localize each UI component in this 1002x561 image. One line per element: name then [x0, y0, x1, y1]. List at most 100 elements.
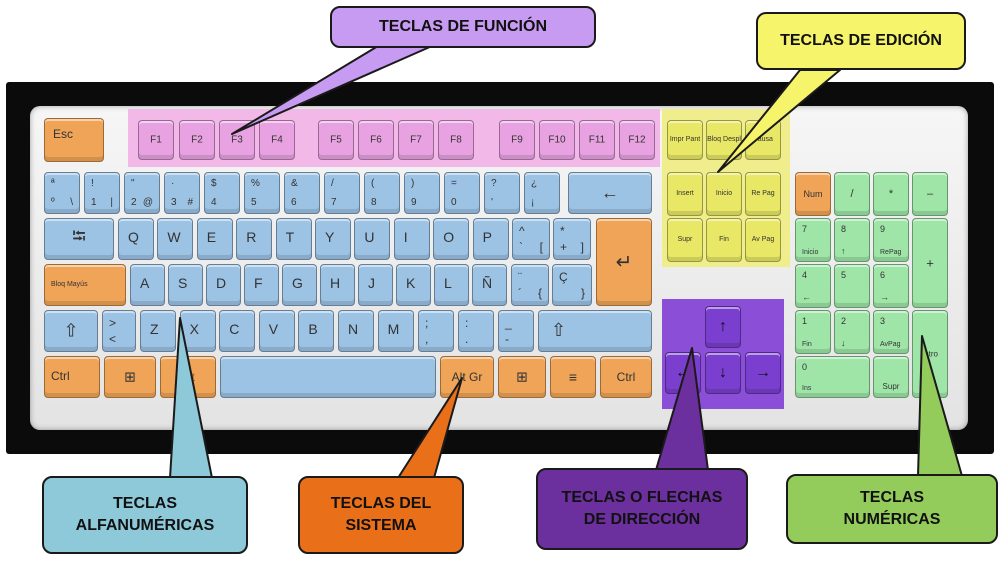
f9-key[interactable]: F9 — [499, 120, 535, 160]
letter-key-z[interactable]: Z — [140, 310, 176, 352]
print-screen-key[interactable]: Impr Pant — [667, 120, 703, 160]
number-row-key[interactable]: &6 — [284, 172, 320, 214]
number-row-key[interactable]: =0 — [444, 172, 480, 214]
letter-key-ñ[interactable]: Ñ — [472, 264, 507, 306]
number-row-key[interactable]: !1| — [84, 172, 120, 214]
letter-key-a[interactable]: A — [130, 264, 165, 306]
numpad-plus-key[interactable]: + — [912, 218, 948, 308]
comma-key[interactable]: ;, — [418, 310, 454, 352]
letter-key-j[interactable]: J — [358, 264, 393, 306]
letter-label: W — [167, 229, 181, 245]
numpad-8-key[interactable]: 8↑ — [834, 218, 870, 262]
f7-key[interactable]: F7 — [398, 120, 434, 160]
numpad-decimal-key[interactable]: Supr — [873, 356, 909, 398]
number-row-key[interactable]: "2@ — [124, 172, 160, 214]
f6-key[interactable]: F6 — [358, 120, 394, 160]
letter-key-p[interactable]: P — [472, 218, 509, 260]
arrow-up-key[interactable]: ↑ — [705, 306, 741, 348]
letter-key-r[interactable]: R — [236, 218, 273, 260]
bracket-key[interactable]: ^`[ — [512, 218, 550, 260]
f10-key[interactable]: F10 — [539, 120, 575, 160]
letter-key-t[interactable]: T — [275, 218, 312, 260]
numpad-2-key[interactable]: 2↓ — [834, 310, 870, 354]
letter-key-b[interactable]: B — [298, 310, 335, 352]
diaeresis-key[interactable]: ¨´{ — [511, 264, 549, 306]
numpad-4-key[interactable]: 4← — [795, 264, 831, 308]
spacebar-key[interactable] — [220, 356, 436, 398]
left-shift-key[interactable]: ⇧ — [44, 310, 98, 352]
letter-key-w[interactable]: W — [157, 218, 194, 260]
number-row-key[interactable]: %5 — [244, 172, 280, 214]
right-windows-key[interactable]: ⊞ — [498, 356, 546, 398]
number-row-key[interactable]: ¿¡ — [524, 172, 560, 214]
letter-key-u[interactable]: U — [354, 218, 391, 260]
backspace-key[interactable]: ← — [568, 172, 652, 214]
numpad-5-key[interactable]: 5 — [834, 264, 870, 308]
letter-key-y[interactable]: Y — [315, 218, 351, 260]
insert-key[interactable]: Insert — [667, 172, 703, 216]
page-down-key[interactable]: Av Pag — [745, 218, 781, 262]
left-ctrl-key[interactable]: Ctrl — [44, 356, 100, 398]
numpad-multiply-key[interactable]: * — [873, 172, 909, 216]
f2-key[interactable]: F2 — [179, 120, 215, 160]
numpad-6-key[interactable]: 6→ — [873, 264, 909, 308]
arrow-down-key[interactable]: ↓ — [705, 352, 741, 394]
tab-key[interactable]: ⭾ — [44, 218, 114, 260]
letter-key-l[interactable]: L — [434, 264, 469, 306]
f4-key[interactable]: F4 — [259, 120, 295, 160]
number-row-key[interactable]: $4 — [204, 172, 240, 214]
esc-key[interactable]: Esc — [44, 118, 104, 162]
right-ctrl-key[interactable]: Ctrl — [600, 356, 652, 398]
f5-key[interactable]: F5 — [318, 120, 354, 160]
arrow-right-key[interactable]: → — [745, 352, 781, 394]
letter-key-e[interactable]: E — [196, 218, 233, 260]
f1-key[interactable]: F1 — [138, 120, 174, 160]
menu-key[interactable]: ≡ — [550, 356, 596, 398]
number-row-key[interactable]: /7 — [324, 172, 360, 214]
number-row-key[interactable]: (8 — [364, 172, 400, 214]
letter-key-q[interactable]: Q — [118, 218, 154, 260]
end-key[interactable]: Fin — [706, 218, 742, 262]
number-row-bottom: 7 — [331, 197, 337, 208]
letter-key-s[interactable]: S — [168, 264, 203, 306]
letter-key-c[interactable]: C — [219, 310, 256, 352]
letter-key-g[interactable]: G — [282, 264, 317, 306]
page-up-key[interactable]: Re Pag — [745, 172, 781, 216]
delete-key[interactable]: Supr — [667, 218, 703, 262]
caps-lock-key[interactable]: Bloq Mayús — [44, 264, 126, 306]
letter-key-d[interactable]: D — [206, 264, 241, 306]
number-row-key[interactable]: )9 — [404, 172, 440, 214]
right-shift-key[interactable]: ⇧ — [538, 310, 652, 352]
scroll-lock-key[interactable]: Bloq Despl — [706, 120, 742, 160]
letter-key-h[interactable]: H — [320, 264, 355, 306]
f12-key[interactable]: F12 — [619, 120, 655, 160]
letter-key-m[interactable]: M — [377, 310, 414, 352]
plus-key[interactable]: *+] — [553, 218, 591, 260]
number-row-key[interactable]: ·3# — [164, 172, 200, 214]
less-than-key[interactable]: >< — [102, 310, 136, 352]
enter-key[interactable]: ↵ — [596, 218, 652, 306]
left-windows-key[interactable]: ⊞ — [104, 356, 156, 398]
f8-key[interactable]: F8 — [438, 120, 474, 160]
numpad-divide-key[interactable]: / — [834, 172, 870, 216]
dash-key[interactable]: _- — [498, 310, 534, 352]
number-row-key[interactable]: ?' — [484, 172, 520, 214]
home-key[interactable]: Inicio — [706, 172, 742, 216]
numpad-minus-key[interactable]: – — [912, 172, 948, 216]
letter-key-f[interactable]: F — [244, 264, 279, 306]
cedilla-key[interactable]: Ç} — [552, 264, 592, 306]
letter-key-k[interactable]: K — [396, 264, 431, 306]
letter-key-o[interactable]: O — [433, 218, 470, 260]
letter-key-v[interactable]: V — [258, 310, 295, 352]
period-key[interactable]: :. — [458, 310, 494, 352]
letter-key-n[interactable]: N — [338, 310, 374, 352]
num-lock-key[interactable]: Num — [795, 172, 831, 216]
letter-key-i[interactable]: I — [393, 218, 430, 260]
f11-key[interactable]: F11 — [579, 120, 615, 160]
